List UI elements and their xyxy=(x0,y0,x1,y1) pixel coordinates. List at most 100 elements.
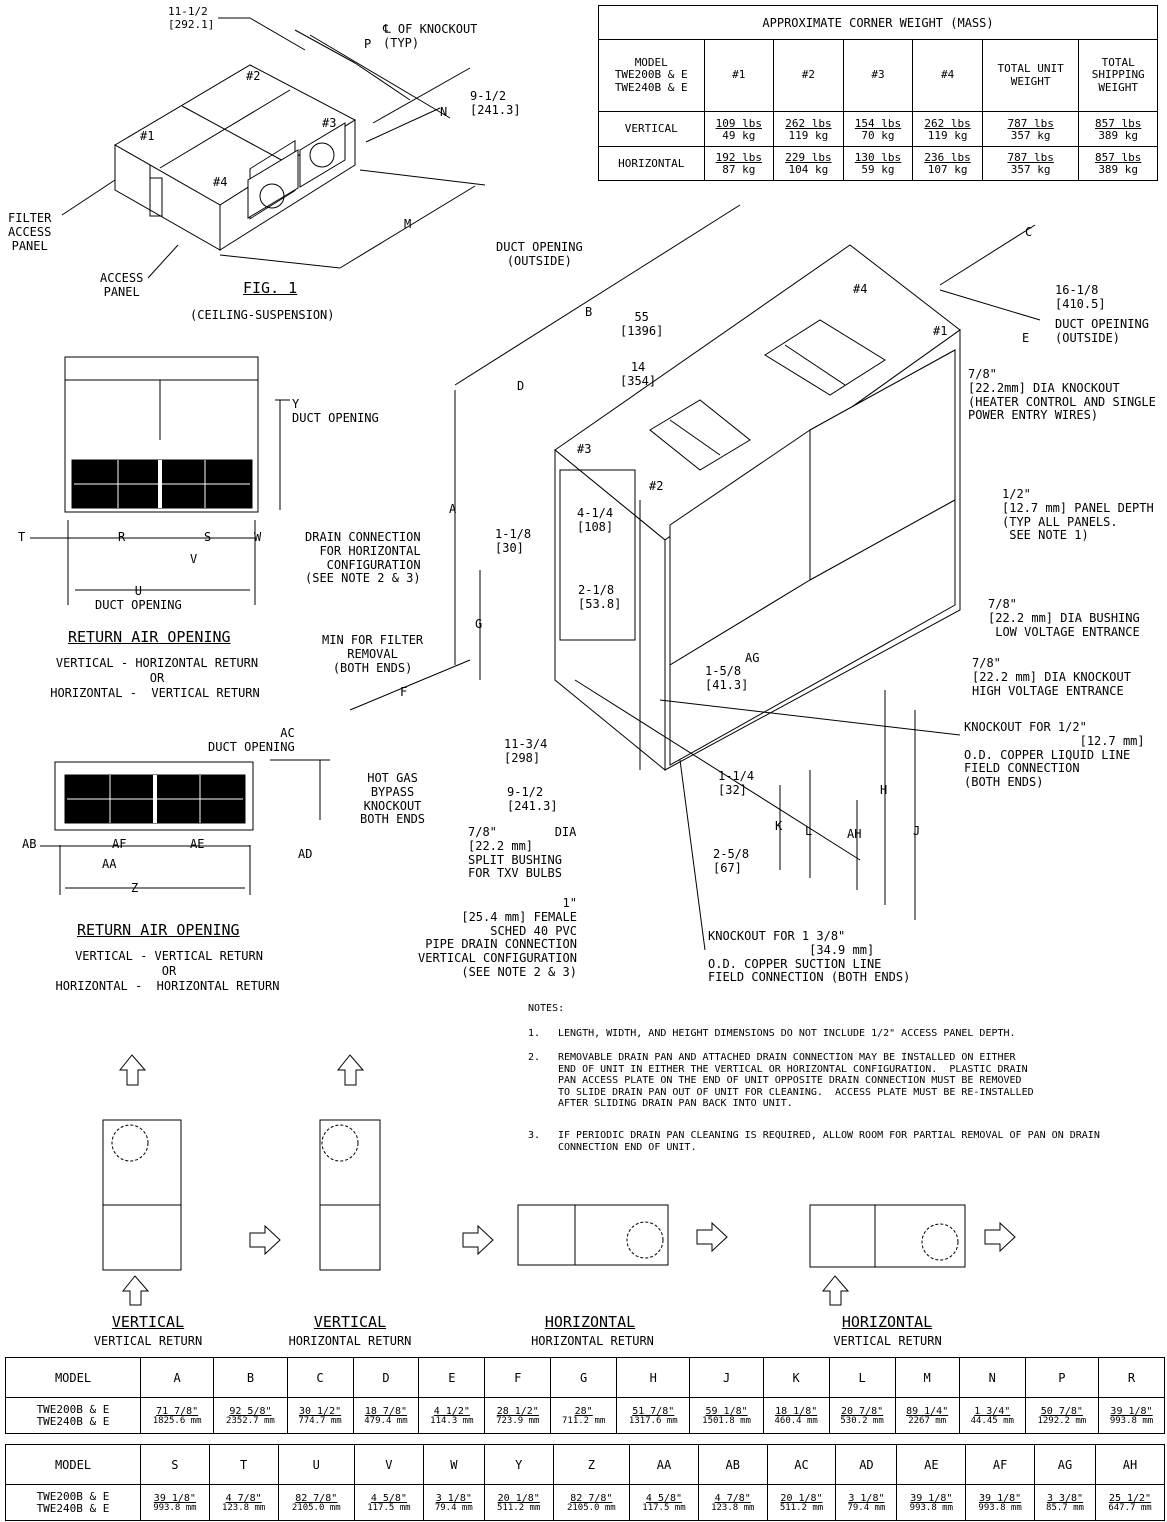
weight-lbs: 857 lbs xyxy=(1095,151,1142,165)
config-1-sub: VERTICAL RETURN xyxy=(93,1334,203,1348)
dim-value-f: 28 1/2"723.9 mm xyxy=(484,1397,552,1434)
weight-table-row-label: VERTICAL xyxy=(598,111,705,147)
dim-inches: 39 1/8" xyxy=(153,1492,196,1504)
fig1-dim-n: N xyxy=(440,105,448,119)
main-dim-k: K xyxy=(775,819,783,833)
dim-value-e: 4 1/2"114.3 mm xyxy=(418,1397,486,1434)
dim-inches: 20 7/8" xyxy=(841,1405,884,1417)
fig1-corner-3: #3 xyxy=(322,116,337,130)
dim-mm: 711.2 mm xyxy=(561,1415,606,1426)
weight-lbs: 109 lbs xyxy=(715,116,762,130)
dim-inches: 18 1/8" xyxy=(775,1405,818,1417)
main-dim-d: D xyxy=(517,379,525,393)
return1-w: W xyxy=(254,530,262,544)
return1-v: V xyxy=(190,552,198,566)
dim-inches: 39 1/8" xyxy=(910,1492,953,1504)
notes-heading: NOTES: xyxy=(528,1003,565,1014)
dim-mm: 79.4 mm xyxy=(434,1502,473,1513)
main-knockout-78: 7/8" [22.2mm] DIA KNOCKOUT (HEATER CONTR… xyxy=(968,367,1156,423)
config-1-title: VERTICAL xyxy=(111,1313,185,1331)
main-dim-h: H xyxy=(880,783,888,797)
dim-mm: 2105.0 mm xyxy=(291,1502,341,1513)
dim-header-d: D xyxy=(352,1357,420,1398)
dim-value-aa: 4 5/8"117.5 mm xyxy=(629,1484,699,1521)
weight-lbs: 154 lbs xyxy=(854,116,902,130)
dim-inches: 92 5/8" xyxy=(229,1405,272,1417)
fig1-access-panel-label: ACCESS PANEL xyxy=(100,271,144,299)
dim-value-v: 4 5/8"117.5 mm xyxy=(354,1484,424,1521)
main-corner-3: #3 xyxy=(577,442,592,456)
return1-drawing xyxy=(30,356,290,605)
dim-value-ah: 25 1/2"647.7 mm xyxy=(1095,1484,1165,1521)
dim-mm: 530.2 mm xyxy=(840,1415,884,1426)
main-dim-1-1-8: 1-1/8 [30] xyxy=(495,527,532,555)
dim-inches: 28 1/2" xyxy=(496,1405,539,1417)
arrow-up-icon xyxy=(336,1054,365,1086)
weight-kg: 389 kg xyxy=(1098,163,1139,177)
dim-inches: 28" xyxy=(574,1405,593,1417)
return2-aa: AA xyxy=(102,857,117,871)
weight-kg: 389 kg xyxy=(1098,128,1139,142)
main-dim-b: B xyxy=(585,305,593,319)
arrow-up-icon xyxy=(821,1275,850,1306)
arrow-right-icon xyxy=(462,1224,494,1256)
main-dim-2-5-8: 2-5/8 [67] xyxy=(713,847,750,875)
note-3-text: IF PERIODIC DRAIN PAN CLEANING IS REQUIR… xyxy=(558,1130,1100,1153)
main-split-bushing: 7/8" DIA [22.2 mm] SPLIT BUSHING FOR TXV… xyxy=(468,825,577,881)
dim-value-s: 39 1/8"993.8 mm xyxy=(140,1484,210,1521)
dim-table-2-model: TWE200B & E TWE240B & E xyxy=(5,1484,141,1521)
weight-lbs: 192 lbs xyxy=(715,151,762,165)
main-dim-j: J xyxy=(913,824,921,838)
main-dim-ag: AG xyxy=(745,651,760,665)
note-1-num: 1. xyxy=(528,1028,541,1039)
fig1-dim-9-1-2: 9-1/2 [241.3] xyxy=(470,89,521,117)
config-4-sub: VERTICAL RETURN xyxy=(833,1334,942,1348)
dim-mm: 117.5 mm xyxy=(642,1502,686,1513)
weight-kg: 49 kg xyxy=(722,128,756,142)
weight-lbs: 787 lbs xyxy=(1007,151,1054,165)
dim-header-t: T xyxy=(208,1444,279,1485)
main-drain-horiz: DRAIN CONNECTION FOR HORIZONTAL CONFIGUR… xyxy=(305,530,421,586)
config-drawings xyxy=(102,1054,1016,1306)
dim-header-ad: AD xyxy=(835,1444,898,1485)
return2-drawing xyxy=(40,759,330,895)
weight-table-header-cell: TOTAL UNIT WEIGHT xyxy=(981,39,1080,112)
dim-value-ad: 3 1/8"79.4 mm xyxy=(835,1484,898,1521)
dim-mm: 460.4 mm xyxy=(774,1415,818,1426)
main-dim-1-1-4: 1-1/4 [32] xyxy=(718,769,755,797)
dim-value-l: 20 7/8"530.2 mm xyxy=(828,1397,896,1434)
main-suction: KNOCKOUT FOR 1 3/8" [34.9 mm] O.D. COPPE… xyxy=(708,929,911,985)
dim-value-m: 89 1/4"2267 mm xyxy=(894,1397,960,1434)
dim-inches: 20 1/8" xyxy=(780,1492,823,1504)
dim-value-y: 20 1/8"511.2 mm xyxy=(483,1484,554,1521)
dim-value-n: 1 3/4"44.45 mm xyxy=(958,1397,1026,1434)
dim-mm: 993.8 mm xyxy=(978,1502,1022,1513)
main-dim-16: 16-1/8 [410.5] xyxy=(1055,283,1106,311)
config-2-title: VERTICAL xyxy=(313,1313,387,1331)
dim-header-l: L xyxy=(828,1357,896,1398)
config-3-sub: HORIZONTAL RETURN xyxy=(531,1334,654,1348)
dim-header-v: V xyxy=(354,1444,424,1485)
fig1-dimension-lines xyxy=(61,17,486,279)
arrow-up-icon xyxy=(118,1054,147,1086)
dim-inches: 18 7/8" xyxy=(364,1405,408,1417)
dim-mm: 123.8 mm xyxy=(711,1502,755,1513)
dim-inches: 20 1/8" xyxy=(497,1492,540,1504)
fig1-filter-panel-label: FILTER ACCESS PANEL xyxy=(8,211,52,253)
dim-header-r: R xyxy=(1098,1357,1165,1398)
return1-r: R xyxy=(118,530,126,544)
dim-mm: 1825.6 mm xyxy=(152,1415,202,1426)
weight-lbs: 130 lbs xyxy=(854,151,902,165)
dim-mm: 44.45 mm xyxy=(970,1415,1014,1426)
main-unit-drawing xyxy=(554,244,961,772)
weight-table-header-cell: #3 xyxy=(842,39,914,112)
return2-ac: AC DUCT OPENING xyxy=(208,726,295,754)
dim-header-w: W xyxy=(422,1444,485,1485)
main-dim-a: A xyxy=(449,502,457,516)
dim-inches: 25 1/2" xyxy=(1108,1492,1152,1504)
